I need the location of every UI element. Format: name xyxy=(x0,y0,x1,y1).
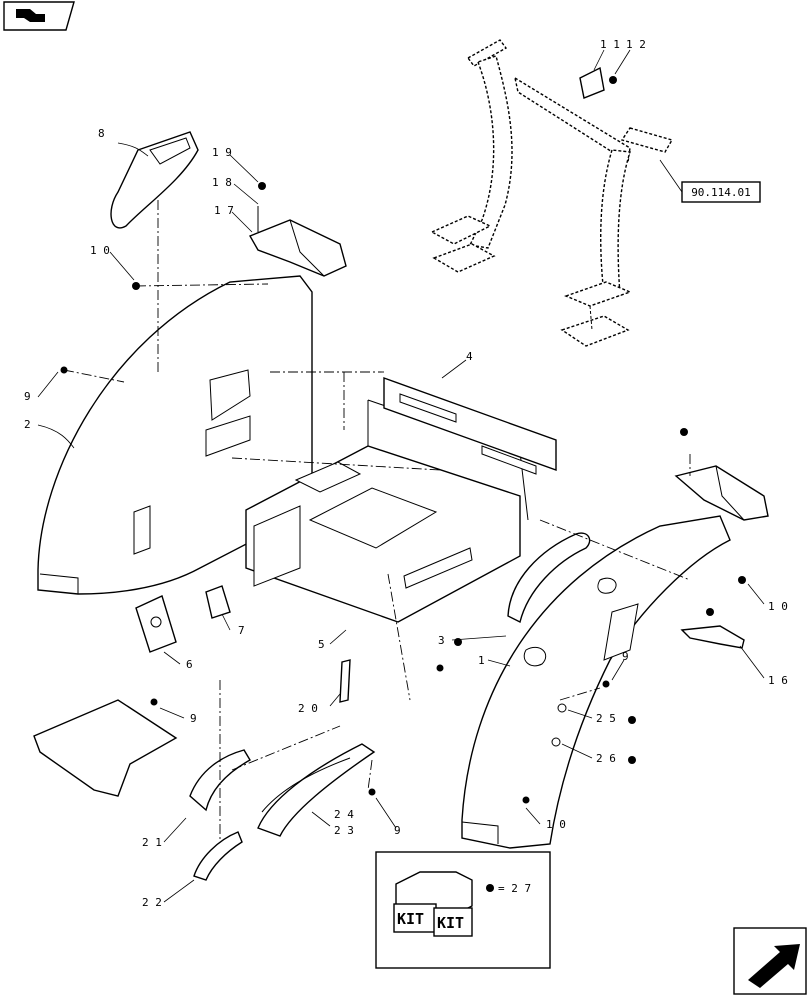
cover-right xyxy=(674,465,769,521)
callout-10c: 1 0 xyxy=(546,818,566,831)
callout-2: 2 xyxy=(24,418,31,431)
left-fender-2 xyxy=(37,275,313,595)
leader-lines xyxy=(37,49,765,903)
bracket-16 xyxy=(680,625,745,649)
callout-10b: 1 0 xyxy=(768,600,788,613)
callout-26: 2 6 xyxy=(596,752,616,765)
assembly-lines xyxy=(63,200,691,840)
callout-11: 1 1 xyxy=(600,38,620,51)
kit-label-right: KIT xyxy=(437,914,464,932)
callout-1: 1 xyxy=(478,654,485,667)
step-23 xyxy=(257,743,376,837)
callout-9c: 9 xyxy=(190,712,197,725)
kit-legend-text: = 2 7 xyxy=(498,882,531,895)
callout-22: 2 2 xyxy=(142,896,162,909)
callout-9d: 9 xyxy=(394,824,401,837)
callout-9b: 9 xyxy=(622,650,629,663)
cover-17 xyxy=(248,219,347,277)
callout-4: 4 xyxy=(466,350,473,363)
fasteners xyxy=(60,282,746,804)
callouts: 8 1 9 1 8 1 7 1 0 9 2 4 1 1 1 2 1 0 1 6 … xyxy=(24,38,788,909)
pad-20 xyxy=(339,659,351,703)
callout-5: 5 xyxy=(318,638,325,651)
bracket-4 xyxy=(383,377,557,475)
callout-20: 2 0 xyxy=(298,702,318,715)
handrail-3 xyxy=(507,532,591,624)
platform-frame xyxy=(245,399,529,623)
callout-23: 2 3 xyxy=(334,824,354,837)
rops-frame xyxy=(430,39,674,347)
screw-12 xyxy=(609,76,617,84)
book-icon[interactable] xyxy=(3,1,75,31)
callout-16: 1 6 xyxy=(768,674,788,687)
callout-21: 2 1 xyxy=(142,836,162,849)
clip-7 xyxy=(205,585,231,619)
floor-plate xyxy=(33,699,178,797)
right-fender-1 xyxy=(461,515,731,849)
callout-9a: 9 xyxy=(24,390,31,403)
callout-24: 2 4 xyxy=(334,808,354,821)
kit-markers xyxy=(454,638,636,764)
boot-6 xyxy=(135,595,177,653)
kit-legend: KIT KIT = 2 7 xyxy=(375,851,551,969)
rops-brace xyxy=(579,66,605,99)
callout-3: 3 xyxy=(438,634,445,647)
kit-label-left: KIT xyxy=(397,910,424,928)
next-page-arrow-icon[interactable] xyxy=(733,927,807,995)
callout-19: 1 9 xyxy=(212,146,232,159)
callout-17: 1 7 xyxy=(214,204,234,217)
callout-6: 6 xyxy=(186,658,193,671)
svg-text:90.114.01: 90.114.01 xyxy=(691,186,751,199)
callout-12: 1 2 xyxy=(626,38,646,51)
reference-box[interactable]: 90.114.01 xyxy=(681,181,761,203)
armrest-8 xyxy=(110,131,199,229)
step-pad-22 xyxy=(193,831,243,881)
callout-18: 1 8 xyxy=(212,176,232,189)
callout-8: 8 xyxy=(98,127,105,140)
callout-7: 7 xyxy=(238,624,245,637)
callout-25: 2 5 xyxy=(596,712,616,725)
callout-10a: 1 0 xyxy=(90,244,110,257)
